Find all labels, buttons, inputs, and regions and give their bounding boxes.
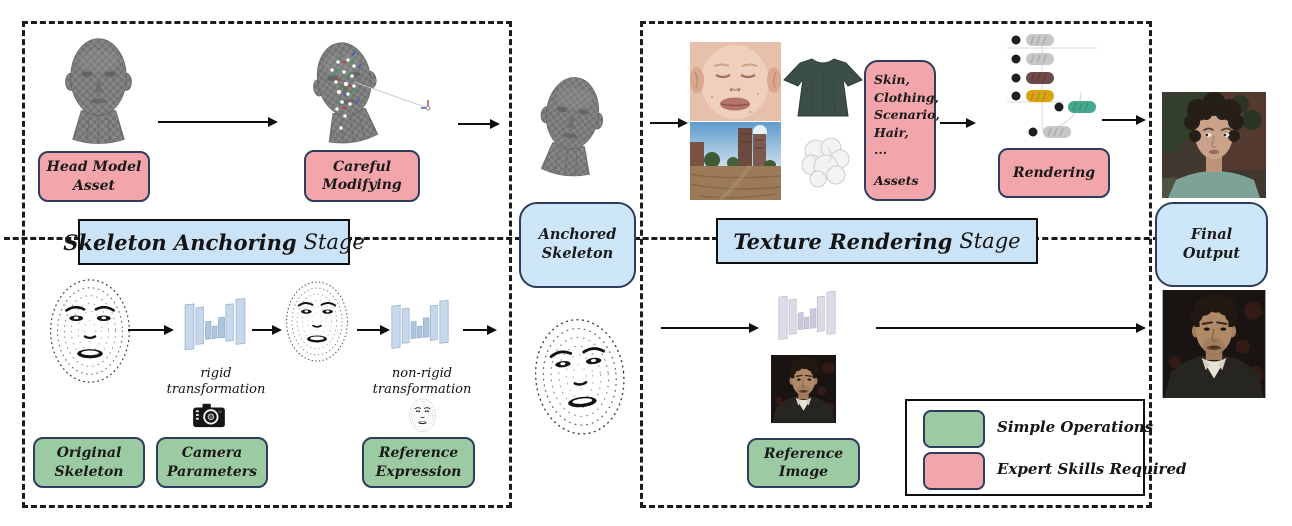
head-model-asset-line1: Head Model: [46, 159, 142, 176]
reference-expression-image: [406, 397, 439, 435]
camera-parameters-line2: Parameters: [166, 463, 258, 480]
modified-head-image: [292, 34, 440, 159]
clothing-asset-image: [782, 52, 864, 121]
aligned-skeleton-image: [279, 272, 355, 374]
texture-rendering-stage-title: Texture Rendering Stage: [716, 218, 1038, 264]
final-render-image: [1162, 92, 1266, 198]
center-dashed-line: [346, 237, 521, 240]
reference-expression-box: Reference Expression: [362, 437, 475, 488]
assets-line-skin: Skin,: [874, 72, 910, 87]
camera-parameters-line1: Camera: [181, 445, 243, 462]
render-node-graph: [1002, 30, 1106, 142]
skeleton-anchoring-stage-frame: [22, 21, 512, 508]
driving-actor-photo: [1162, 290, 1266, 398]
assets-line-assets: Assets: [874, 172, 919, 188]
texture-network-icon: [775, 284, 839, 352]
original-skeleton-line2: Skeleton: [54, 463, 124, 480]
arrow-network-to-final: [876, 322, 1146, 333]
head-model-asset-box: Head Model Asset: [38, 151, 150, 202]
arrow-head-to-modify: [158, 116, 278, 127]
rigid-label-line1: rigid: [200, 366, 232, 381]
anchored-head-image: [526, 56, 616, 194]
careful-modifying-line1: Careful: [332, 158, 392, 175]
non-rigid-label-line2: transformation: [372, 382, 472, 398]
arrow-skeleton-to-rigid: [128, 324, 174, 335]
non-rigid-transformation-label: non-rigid transformation: [368, 366, 476, 399]
assets-line-hair: Hair,: [874, 124, 909, 140]
anchored-skeleton-line2: Skeleton: [541, 245, 614, 262]
stage1-title-tail: Stage: [303, 230, 365, 254]
texture-rendering-stage-frame: [640, 21, 1152, 508]
stage2-title-bold: Texture Rendering: [733, 228, 953, 254]
legend-simple-label: Simple Operations: [997, 418, 1154, 436]
stage1-title-bold: Skeleton Anchoring: [63, 229, 297, 255]
center-dashed-line: [634, 237, 718, 240]
rigid-transformation-label: rigid transformation: [166, 366, 266, 399]
original-skeleton-image: [36, 274, 144, 392]
legend-expert-label: Expert Skills Required: [997, 460, 1187, 478]
assets-line-ellipsis: ...: [874, 142, 888, 157]
head-model-image: [50, 32, 147, 147]
reference-image-box: Reference Image: [747, 438, 860, 488]
legend-simple-swatch: [923, 410, 985, 448]
reference-image-line1: Reference: [763, 445, 844, 462]
rigid-label-line2: transformation: [166, 382, 266, 398]
assets-box: Skin, Clothing, Scenario, Hair, ... Asse…: [864, 60, 940, 201]
arrow-rigid-to-aligned: [252, 324, 282, 335]
assets-line-clothing: Clothing,: [874, 89, 939, 105]
legend-expert-swatch: [923, 452, 985, 490]
careful-modifying-box: Careful Modifying: [304, 150, 420, 202]
legend: Simple Operations Expert Skills Required: [905, 399, 1187, 496]
rigid-transform-network-icon: [181, 291, 249, 363]
camera-parameters-box: Camera Parameters: [156, 437, 268, 488]
careful-modifying-line2: Modifying: [322, 177, 402, 193]
arrow-nonrigid-to-anchored: [463, 324, 497, 335]
anchored-skeleton-image: [525, 296, 635, 462]
hair-asset-image: [798, 135, 850, 189]
reference-image-line2: Image: [778, 464, 829, 480]
final-output-line2: Output: [1182, 244, 1241, 262]
arrow-into-texture-stage: [650, 117, 688, 128]
reference-expression-line2: Expression: [375, 463, 462, 480]
original-skeleton-box: Original Skeleton: [33, 437, 145, 488]
camera-icon: [192, 401, 226, 429]
skin-texture-image: [690, 42, 781, 121]
original-skeleton-line1: Original: [56, 445, 122, 462]
environment-image: [690, 122, 781, 200]
reference-expression-line1: Reference: [378, 445, 459, 462]
head-model-asset-line2: Asset: [73, 177, 115, 194]
arrow-aligned-to-nonrigid: [357, 324, 390, 335]
center-dashed-line: [4, 237, 80, 240]
center-dashed-line: [1033, 237, 1159, 240]
stage2-title-tail: Stage: [959, 229, 1021, 253]
anchored-skeleton-box: Anchored Skeleton: [519, 202, 636, 288]
reference-image-photo: [771, 354, 836, 424]
final-output-box: Final Output: [1155, 202, 1268, 287]
rendering-box: Rendering: [998, 148, 1110, 198]
arrow-rendering-to-output: [1102, 114, 1146, 125]
non-rigid-transform-network-icon: [388, 293, 452, 361]
arrow-assets-to-rendering: [940, 117, 976, 128]
skeleton-anchoring-stage-title: Skeleton Anchoring Stage: [63, 219, 365, 265]
arrow-into-texture-bottom: [661, 322, 759, 333]
rendering-label: Rendering: [1012, 164, 1096, 181]
final-output-line1: Final: [1190, 225, 1233, 243]
arrow-modify-to-anchored: [458, 118, 500, 129]
anchored-skeleton-line1: Anchored: [538, 226, 617, 244]
non-rigid-label-line1: non-rigid: [391, 366, 453, 381]
assets-line-scenario: Scenario,: [874, 107, 940, 122]
